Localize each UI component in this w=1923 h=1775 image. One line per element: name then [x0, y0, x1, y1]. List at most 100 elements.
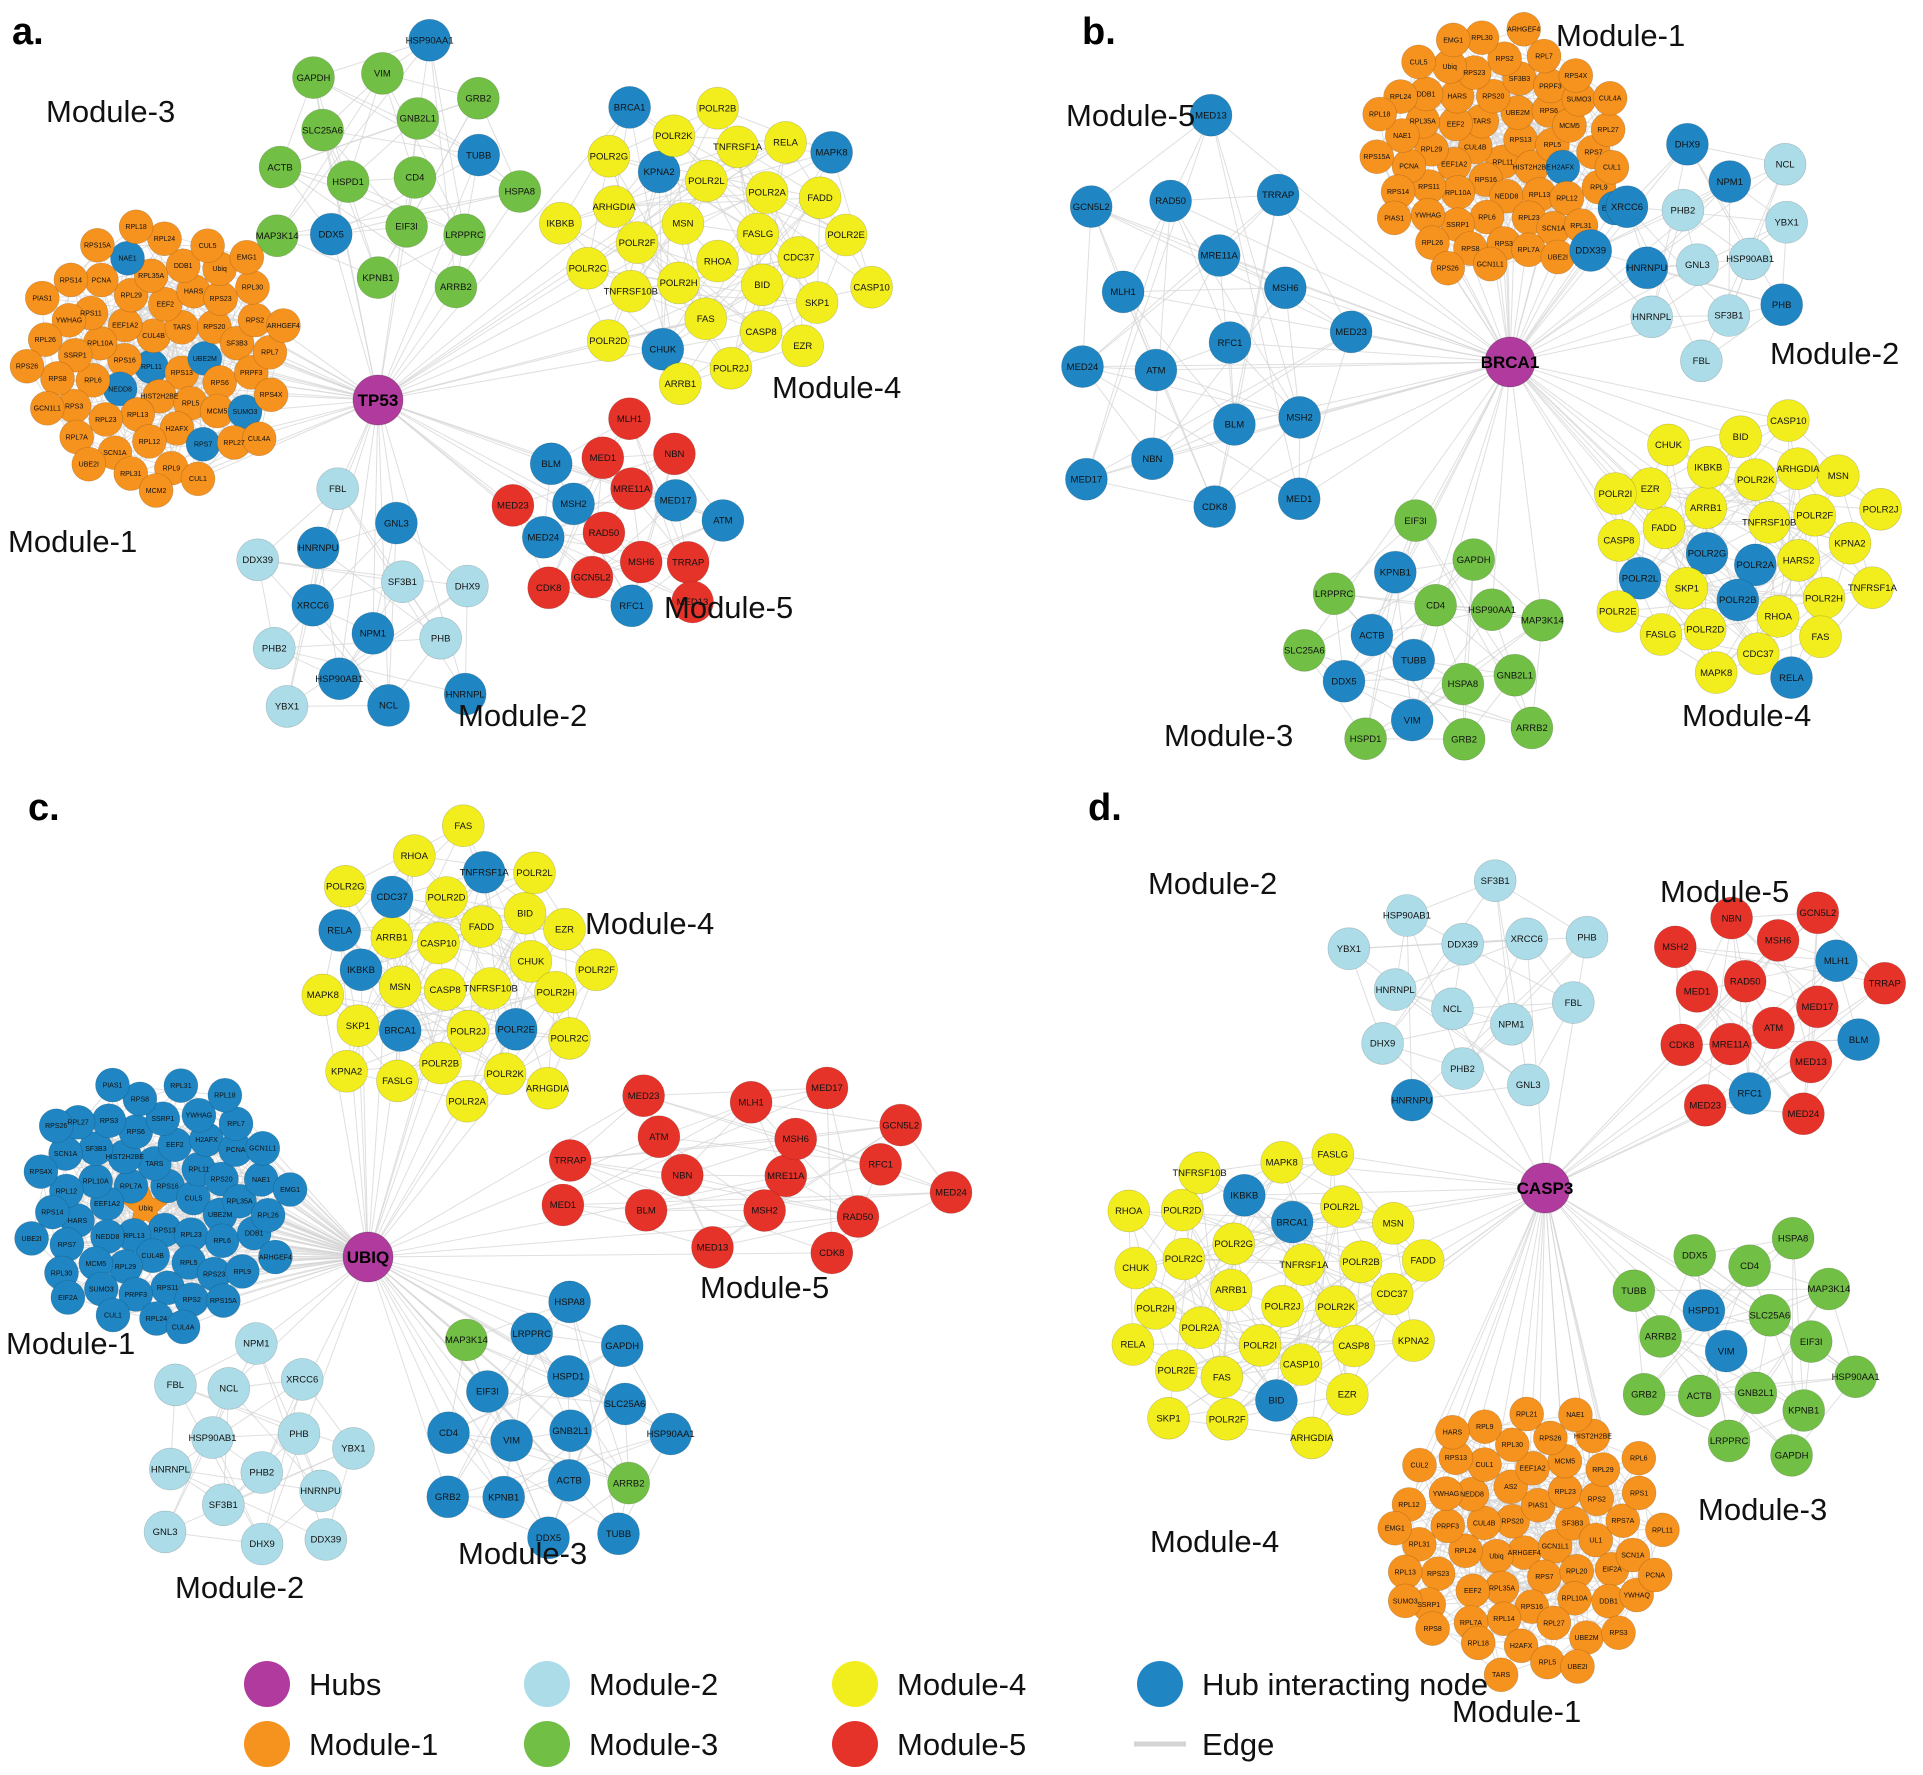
node-NBN[interactable]: [1131, 437, 1174, 481]
node-RPL12[interactable]: [1549, 180, 1585, 216]
node-CUL1[interactable]: [180, 461, 216, 497]
node-POLR2B[interactable]: [696, 86, 739, 130]
node-POLR2L[interactable]: [685, 159, 728, 203]
node-GNB2L1[interactable]: [396, 97, 440, 140]
node-RPL18[interactable]: [118, 209, 154, 245]
node-BID[interactable]: [1719, 415, 1762, 459]
node-RPL10A[interactable]: [1557, 1581, 1592, 1616]
node-FASLG[interactable]: [1639, 613, 1683, 656]
node-ARRB2[interactable]: [1510, 706, 1554, 750]
node-UBE2I[interactable]: [1540, 239, 1576, 275]
node-LRPPRC[interactable]: [510, 1312, 554, 1356]
node-UBE2I[interactable]: [71, 446, 107, 482]
node-RPS7[interactable]: [1527, 1559, 1562, 1595]
node-CDC37[interactable]: [1736, 632, 1780, 676]
node-PHB[interactable]: [277, 1412, 321, 1455]
node-RPS15A[interactable]: [80, 228, 115, 263]
node-HSP90AB1[interactable]: [317, 657, 361, 701]
node-MED13[interactable]: [1789, 1040, 1833, 1084]
node-RPS15A[interactable]: [1359, 139, 1395, 174]
node-POLR2C[interactable]: [548, 1017, 591, 1060]
node-GRB2[interactable]: [1442, 717, 1486, 761]
node-DDX5[interactable]: [309, 212, 353, 256]
node-RPL10A[interactable]: [78, 1163, 113, 1199]
node-RPS1[interactable]: [1621, 1475, 1657, 1511]
node-BLM[interactable]: [1213, 403, 1256, 446]
node-RPL12[interactable]: [132, 424, 167, 459]
node-HSP90AA1[interactable]: [408, 18, 451, 62]
node-RPS3[interactable]: [91, 1103, 127, 1138]
node-TNFRSF10B[interactable]: [1747, 500, 1791, 544]
node-POLR2G[interactable]: [323, 864, 367, 908]
node-MSH2[interactable]: [743, 1189, 786, 1232]
node-CASP10[interactable]: [850, 265, 893, 309]
node-HSP90AB1[interactable]: [191, 1416, 234, 1459]
node-MLH1[interactable]: [608, 397, 651, 441]
node-RPS8[interactable]: [122, 1081, 158, 1117]
node-RPL18[interactable]: [207, 1077, 243, 1113]
node-EIF2A[interactable]: [50, 1280, 86, 1315]
node-POLR2I[interactable]: [1238, 1324, 1282, 1367]
node-RFC1[interactable]: [610, 584, 654, 628]
node-RPL26[interactable]: [250, 1197, 286, 1233]
node-KPNA2[interactable]: [1392, 1319, 1435, 1362]
node-GRB2[interactable]: [1622, 1373, 1666, 1416]
hub-CASP3[interactable]: [1519, 1162, 1571, 1214]
node-POLR2E[interactable]: [1155, 1349, 1198, 1392]
node-SKP1[interactable]: [336, 1004, 380, 1047]
node-EZR[interactable]: [781, 324, 825, 368]
node-RPS15A[interactable]: [206, 1283, 241, 1318]
node-GNB2L1[interactable]: [1493, 653, 1537, 697]
node-SKP1[interactable]: [795, 281, 839, 324]
node-RPL23[interactable]: [88, 402, 124, 437]
node-RPS14[interactable]: [34, 1194, 70, 1230]
node-YBX1[interactable]: [332, 1427, 375, 1470]
node-NCL[interactable]: [1431, 987, 1474, 1031]
node-CHUK[interactable]: [1647, 423, 1690, 467]
node-FASLG[interactable]: [376, 1059, 419, 1103]
node-TRRAP[interactable]: [548, 1139, 592, 1182]
node-RPS3[interactable]: [1601, 1615, 1636, 1650]
node-POLR2F[interactable]: [575, 948, 618, 992]
node-RPS23[interactable]: [203, 281, 238, 316]
node-KPNA2[interactable]: [325, 1050, 368, 1093]
node-RPS4X[interactable]: [253, 377, 289, 413]
node-YWHAG[interactable]: [1428, 1476, 1464, 1511]
node-POLR2D[interactable]: [1683, 607, 1727, 651]
node-CASP10[interactable]: [1767, 399, 1810, 442]
node-RFC1[interactable]: [859, 1143, 902, 1186]
node-POLR2D[interactable]: [425, 876, 468, 919]
node-RPL35A[interactable]: [1484, 1570, 1520, 1606]
node-RAD50[interactable]: [1149, 179, 1192, 223]
node-HSP90AB1[interactable]: [1728, 237, 1772, 281]
node-RPL29[interactable]: [1585, 1452, 1621, 1487]
node-BID[interactable]: [1255, 1379, 1298, 1422]
node-CD4[interactable]: [1414, 583, 1457, 627]
node-POLR2A[interactable]: [745, 171, 789, 214]
node-DHX9[interactable]: [1666, 123, 1709, 166]
node-PRPF3[interactable]: [1430, 1508, 1465, 1544]
node-EMG1[interactable]: [1435, 22, 1471, 58]
node-MLH1[interactable]: [1101, 270, 1145, 314]
node-MED23[interactable]: [491, 484, 535, 527]
node-IKBKB[interactable]: [1687, 445, 1730, 489]
node-RPL35A[interactable]: [133, 258, 169, 294]
node-HSPA8[interactable]: [498, 170, 542, 213]
node-GNL3[interactable]: [143, 1510, 187, 1554]
node-ATM[interactable]: [701, 499, 745, 542]
node-SF3B1[interactable]: [1473, 859, 1517, 903]
node-GNL3[interactable]: [1676, 243, 1719, 287]
node-NCL[interactable]: [367, 684, 410, 727]
node-POLR2B[interactable]: [1716, 578, 1760, 622]
node-RPL18[interactable]: [1362, 96, 1397, 132]
node-ARRB2[interactable]: [434, 265, 478, 309]
node-MAP3K14[interactable]: [1521, 598, 1564, 642]
node-RPS26[interactable]: [9, 348, 45, 384]
node-RPL30[interactable]: [1495, 1427, 1530, 1463]
node-NCL[interactable]: [207, 1367, 251, 1410]
hub-TP53[interactable]: [352, 374, 404, 426]
node-SLC25A6[interactable]: [1748, 1294, 1792, 1337]
node-MED23[interactable]: [1683, 1084, 1727, 1127]
node-GAPDH[interactable]: [600, 1324, 644, 1368]
node-HNRNPL[interactable]: [1630, 295, 1673, 339]
